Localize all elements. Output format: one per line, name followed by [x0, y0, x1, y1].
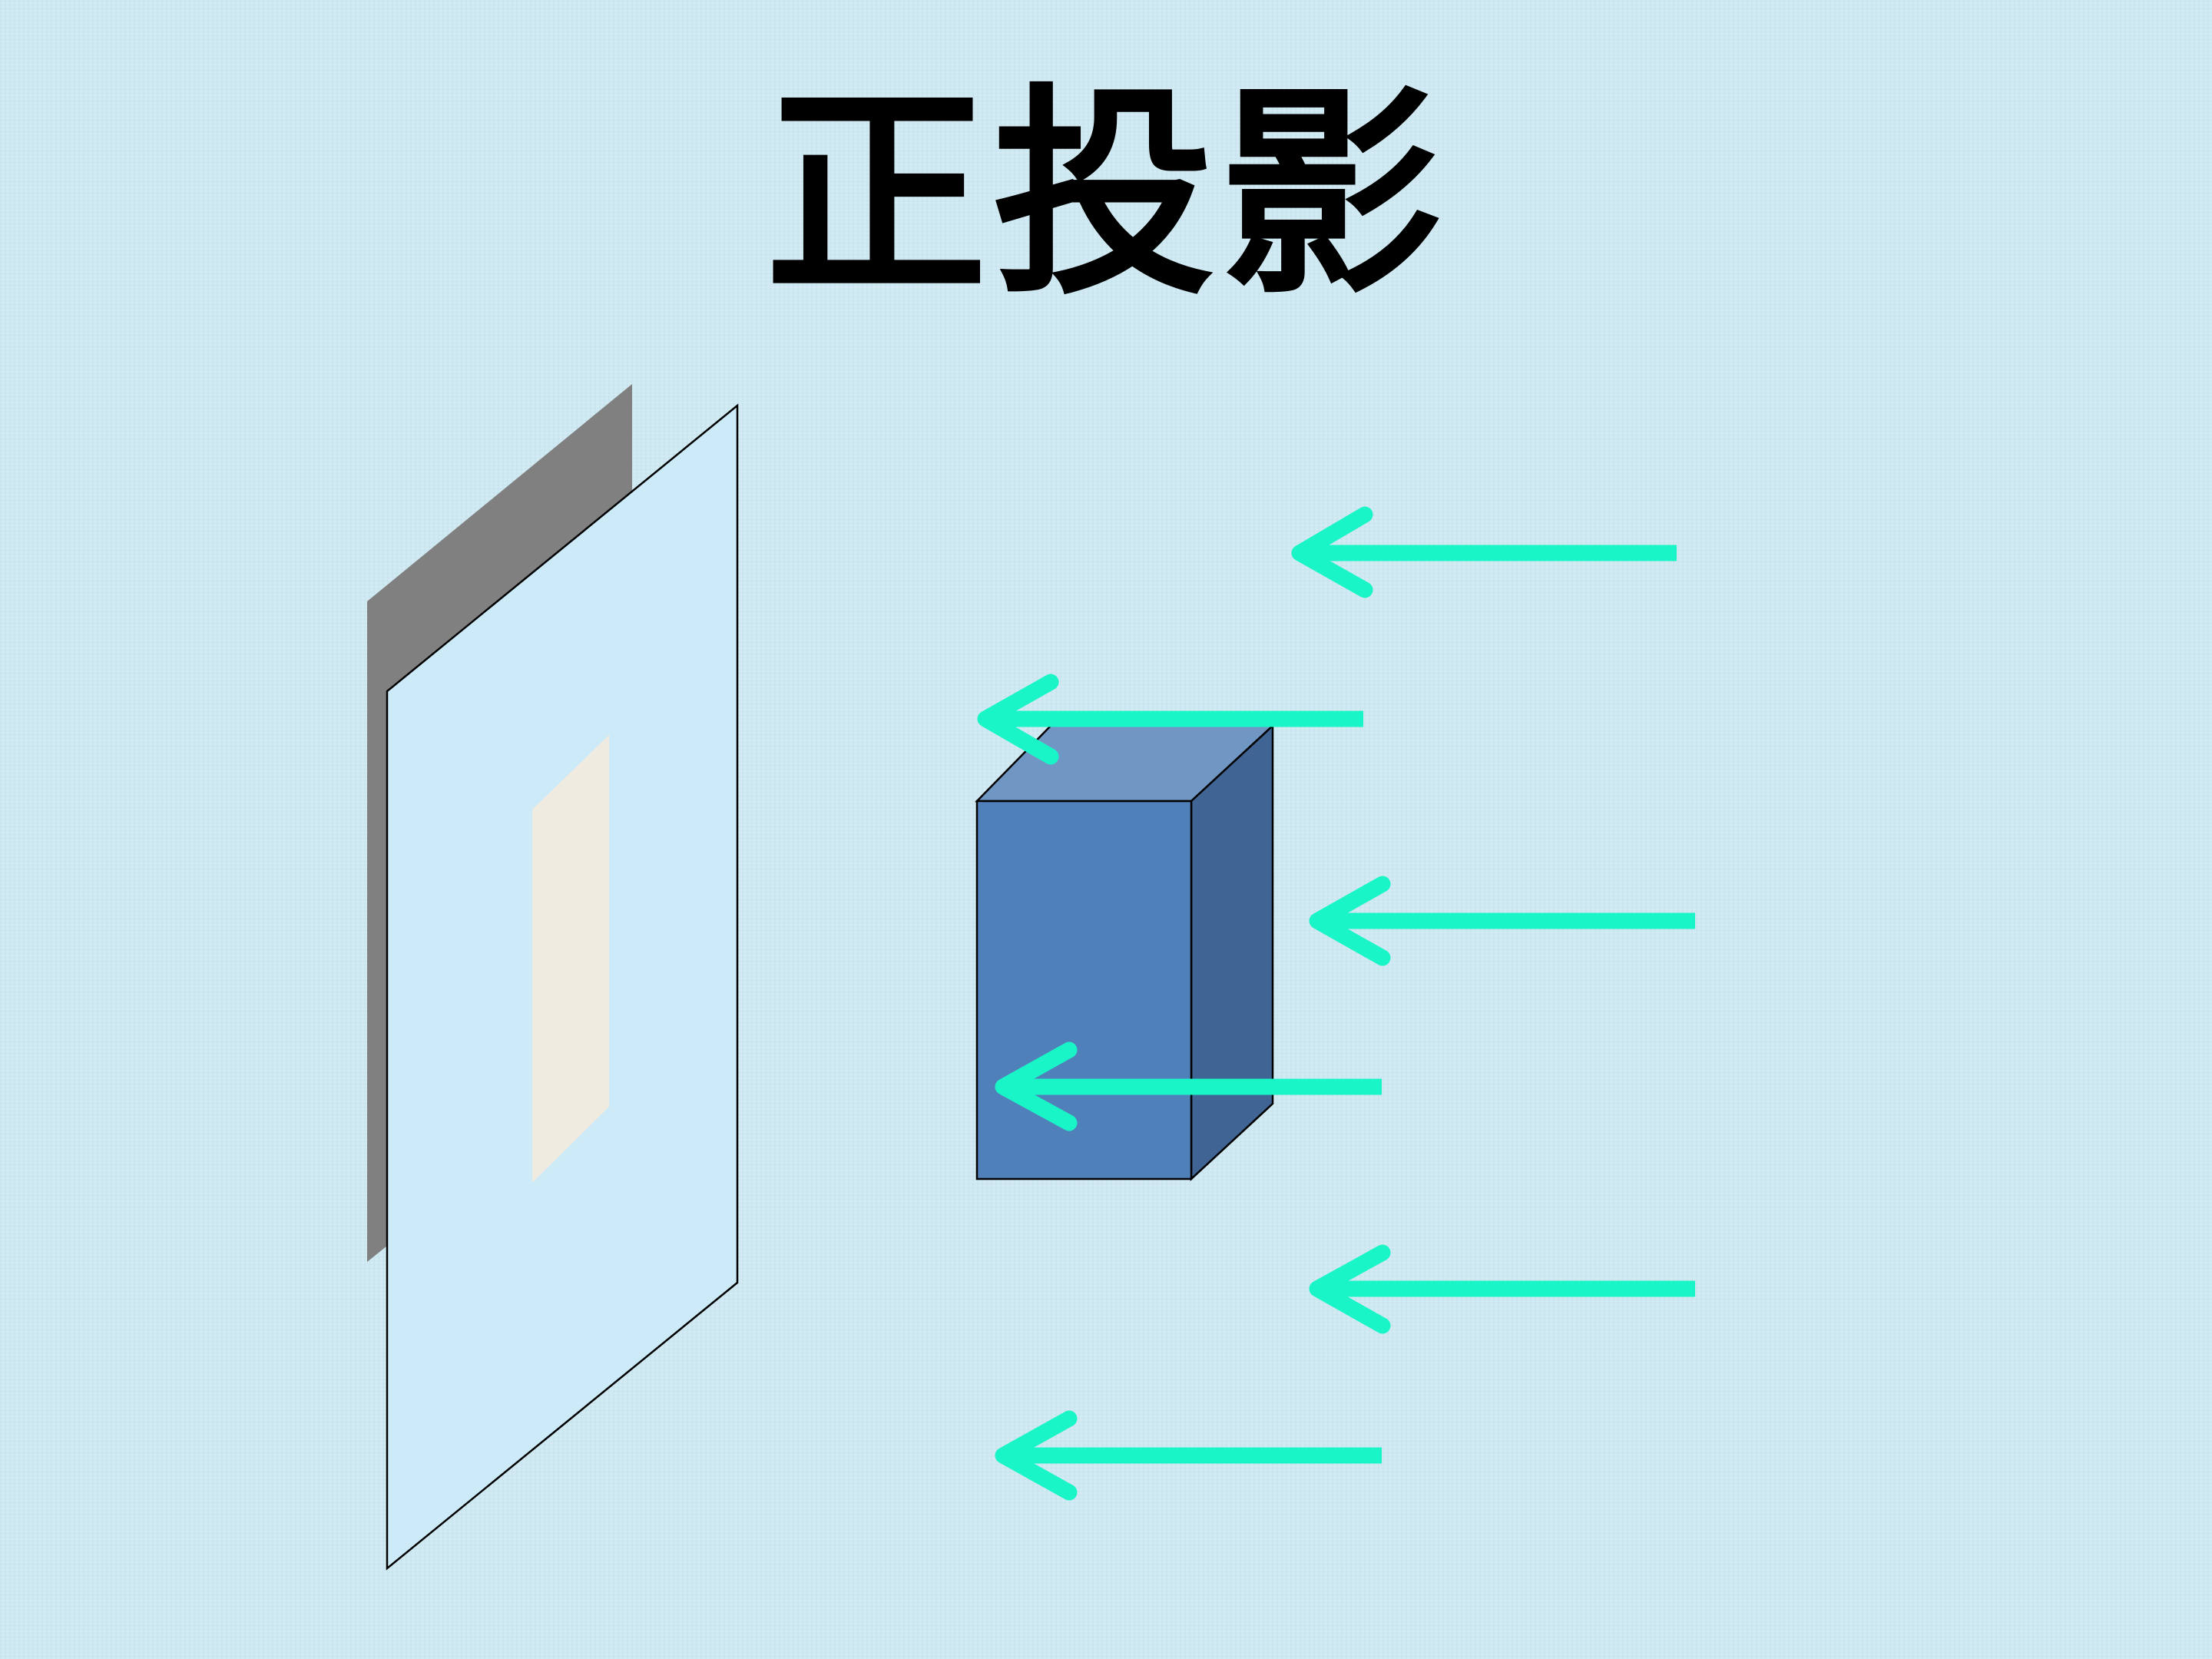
left-arrow-icon [1291, 506, 1677, 598]
left-arrow-icon [995, 1041, 1382, 1131]
page-title: 正投影 [765, 66, 1447, 325]
left-arrow-icon [1309, 1244, 1695, 1334]
box-side-face [1190, 724, 1274, 1181]
left-arrow-icon [977, 674, 1363, 765]
left-arrow-icon [1309, 876, 1695, 966]
projection-image [532, 735, 609, 1183]
left-arrow-icon [995, 1410, 1382, 1501]
box-front-face [975, 800, 1193, 1181]
